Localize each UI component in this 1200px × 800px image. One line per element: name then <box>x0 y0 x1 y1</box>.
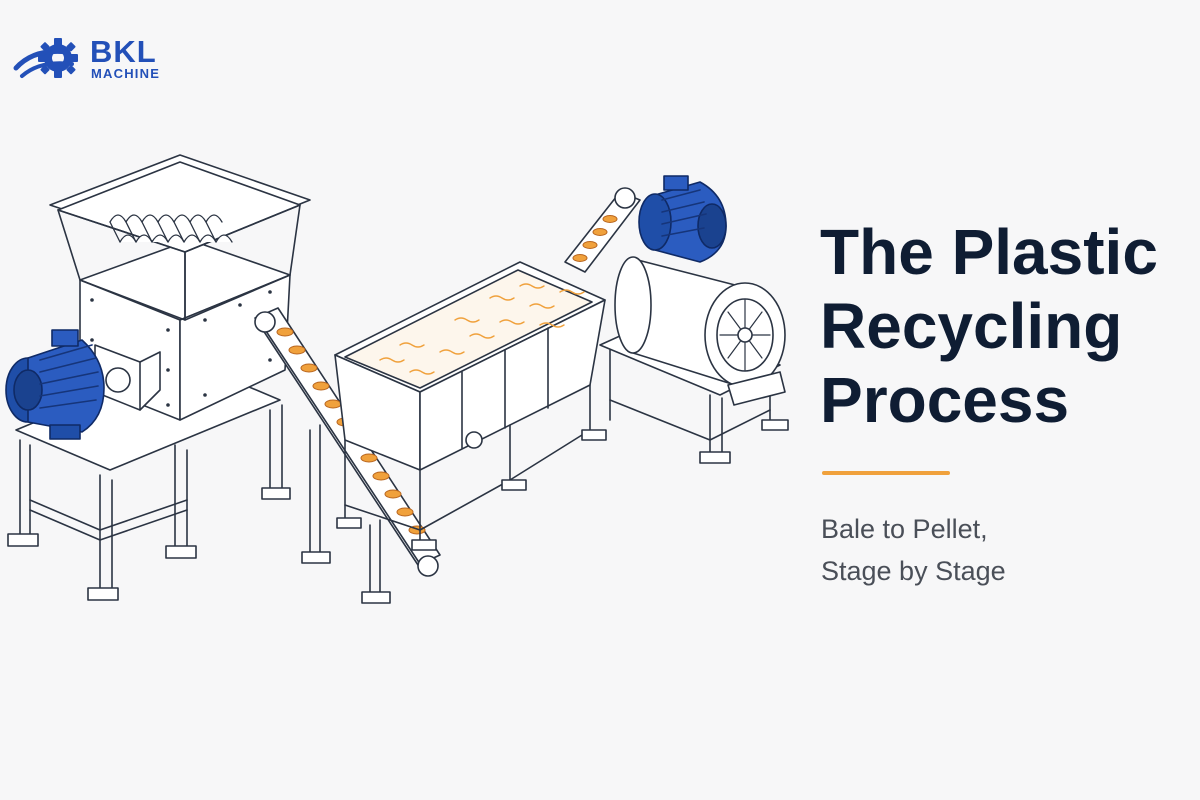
title-line-3: Process <box>820 364 1070 436</box>
gear-logo-icon <box>13 38 78 78</box>
page-title: The Plastic Recycling Process <box>820 215 1190 437</box>
title-line-2: Recycling <box>820 290 1123 362</box>
brand-logo <box>12 34 192 86</box>
subtitle-line-1: Bale to Pellet, <box>821 514 988 544</box>
title-line-1: The Plastic <box>820 216 1158 288</box>
recycling-line-illustration <box>5 154 789 604</box>
washing-tank-icon <box>334 261 607 551</box>
subtitle-line-2: Stage by Stage <box>821 556 1006 586</box>
dryer-icon <box>599 175 789 464</box>
brand-tagline: MACHINE <box>91 66 161 81</box>
inclined-conveyor-icon <box>564 187 641 273</box>
accent-divider <box>822 471 950 475</box>
brand-name: BKL <box>90 34 157 69</box>
shredder-icon <box>5 154 311 601</box>
page-subtitle: Bale to Pellet, Stage by Stage <box>821 508 1181 592</box>
motor-icon <box>5 329 105 440</box>
motor-icon <box>638 175 727 263</box>
